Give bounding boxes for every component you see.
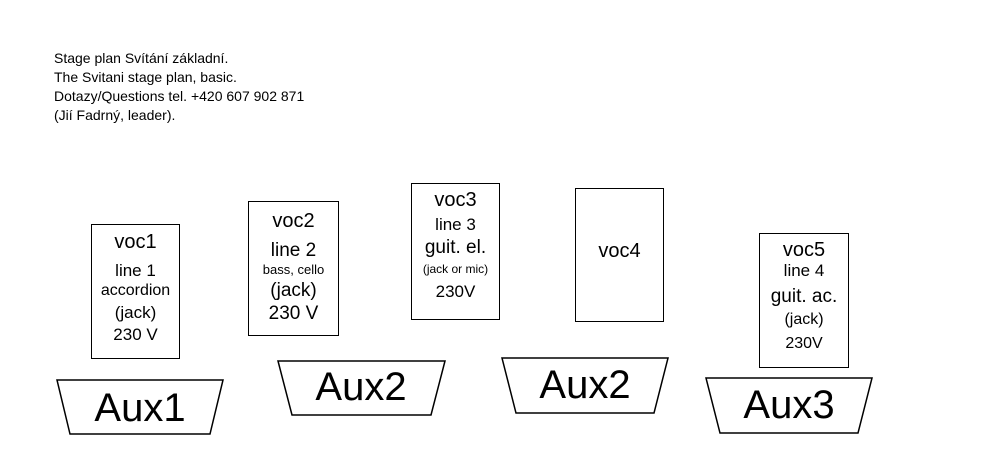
monitor-wedge-aux3: Aux3 — [705, 377, 873, 434]
box-voc1-connection: (jack) — [114, 303, 157, 322]
stage-box-voc2: voc2 line 2 bass, cello (jack) 230 V — [248, 201, 339, 336]
stage-box-voc4: voc4 — [575, 188, 664, 322]
monitor-wedge-shape — [277, 360, 446, 416]
stage-box-voc3: voc3 line 3 guit. el. (jack or mic) 230V — [411, 183, 500, 320]
box-voc5-connection: (jack) — [784, 311, 824, 328]
box-voc1-power: 230 V — [113, 325, 158, 344]
header-line-leader: (Jií Fadrný, leader). — [54, 107, 176, 123]
box-voc3-instrument: guit. el. — [424, 237, 487, 258]
box-voc1-instrument: accordion — [100, 282, 171, 299]
box-voc5-instrument: guit. ac. — [770, 286, 838, 307]
box-voc5-power: 230V — [785, 335, 823, 352]
box-voc5-line: line 4 — [783, 261, 825, 280]
box-voc3-connection: (jack or mic) — [422, 262, 489, 276]
monitor-wedge-shape — [56, 379, 224, 435]
monitor-label-aux3: Aux3 — [743, 383, 834, 427]
monitor-wedge-shape — [705, 377, 873, 434]
stage-box-voc5: voc5 line 4 guit. ac. (jack) 230V — [759, 233, 849, 368]
box-voc3-name: voc3 — [434, 189, 477, 211]
box-voc3-line: line 3 — [435, 215, 476, 234]
monitor-wedge-aux1: Aux1 — [56, 379, 224, 435]
monitor-label-aux2-left: Aux2 — [315, 365, 406, 409]
box-voc2-line: line 2 — [270, 240, 317, 261]
monitor-label-aux1: Aux1 — [94, 386, 185, 430]
stage-plan-header: Stage plan Svítání základní. The Svitani… — [54, 49, 304, 125]
monitor-wedge-shape — [501, 357, 669, 414]
box-voc4-name: voc4 — [598, 240, 641, 262]
box-voc5-name: voc5 — [782, 239, 826, 261]
monitor-wedge-aux2-left: Aux2 — [277, 360, 446, 416]
box-voc2-power: 230 V — [268, 303, 319, 324]
header-line-contact: Dotazy/Questions tel. +420 607 902 871 — [54, 88, 305, 104]
box-voc2-name: voc2 — [272, 210, 315, 232]
box-voc2-instrument: bass, cello — [262, 262, 325, 277]
monitor-wedge-aux2-right: Aux2 — [501, 357, 669, 414]
box-voc2-connection: (jack) — [270, 280, 317, 301]
monitor-label-aux2-right: Aux2 — [539, 363, 630, 407]
header-line-subtitle: The Svitani stage plan, basic. — [54, 69, 237, 85]
box-voc3-power: 230V — [435, 282, 476, 301]
box-voc1-name: voc1 — [114, 231, 157, 253]
stage-box-voc1: voc1 line 1 accordion (jack) 230 V — [91, 224, 180, 359]
header-line-title: Stage plan Svítání základní. — [54, 50, 229, 66]
box-voc1-line: line 1 — [115, 261, 156, 280]
